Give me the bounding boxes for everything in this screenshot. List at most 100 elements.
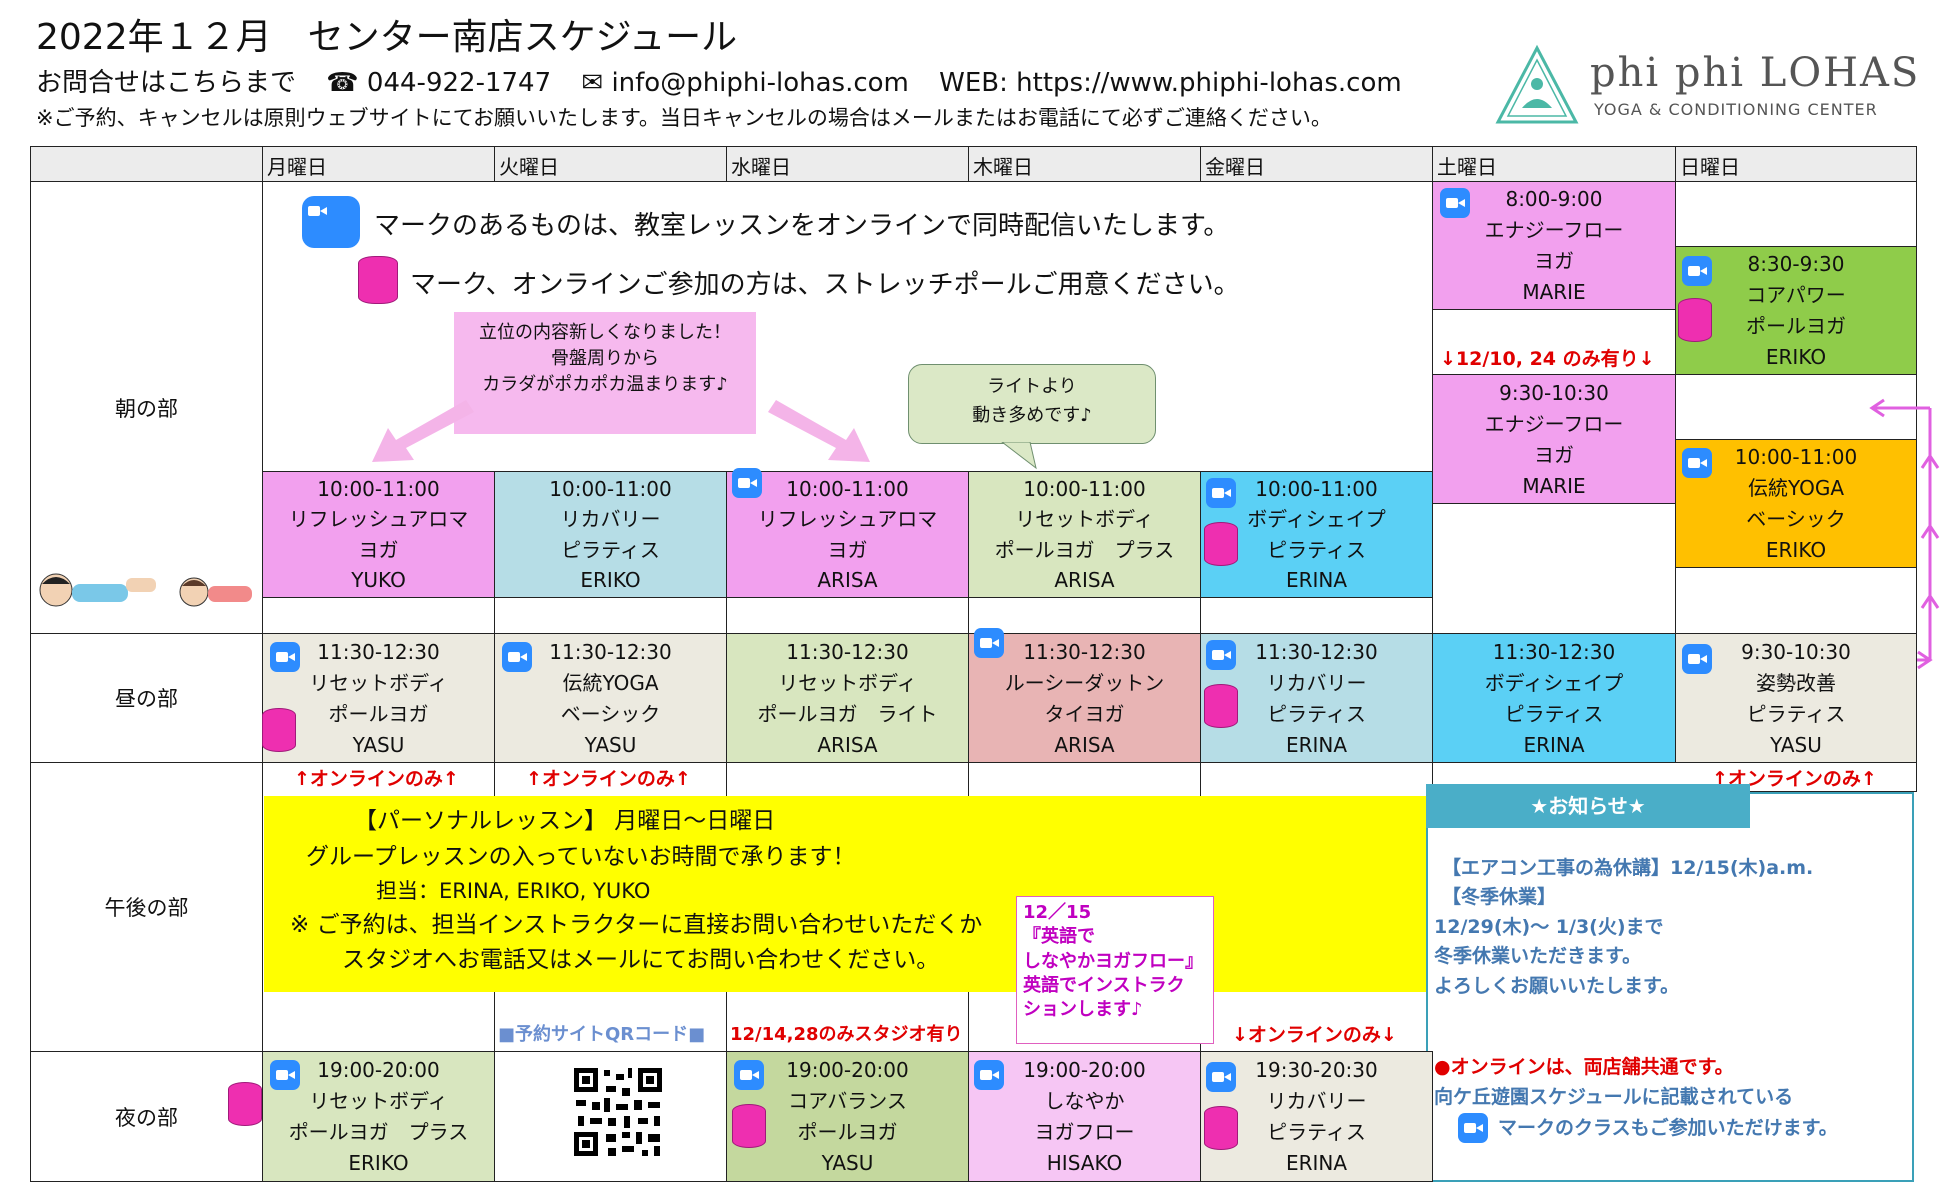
speech-line: ライトより — [987, 376, 1077, 397]
class-name: コアバランス — [788, 1088, 907, 1113]
class-name: コアパワー — [1746, 283, 1846, 308]
personal-lesson-panel: 【パーソナルレッスン】 月曜日～日曜日 グループレッスンの入っていないお時間で承… — [264, 796, 1432, 992]
class-fri-am[interactable]: 10:00-11:00 ボディシェイプ ピラティス ERINA — [1200, 471, 1433, 598]
class-tue-am[interactable]: 10:00-11:00 リカバリー ピラティス ERIKO — [494, 471, 727, 598]
news-line: 冬季休業いただきます。 — [1434, 945, 1642, 968]
class-type: ピラティス — [561, 537, 660, 562]
class-time: 11:30-12:30 — [1255, 639, 1378, 664]
class-thu-night[interactable]: 19:00-20:00 しなやか ヨガフロー HISAKO — [968, 1051, 1201, 1182]
class-type: ヨガ — [1534, 442, 1574, 467]
stretch-pole-icon — [1204, 1106, 1238, 1150]
contact-line: お問合せはこちらまで ☎ 044-922-1747 ✉ info@phiphi-… — [36, 62, 1424, 99]
class-instructor: ARISA — [1054, 567, 1115, 592]
class-mon-night[interactable]: 19:00-20:00 リセットボディ ポールヨガ プラス ERIKO — [262, 1051, 495, 1182]
class-time: 8:00-9:00 — [1505, 187, 1603, 212]
class-time: 10:00-11:00 — [317, 477, 440, 502]
class-sun-noon[interactable]: 9:30-10:30 姿勢改善 ピラティス YASU — [1675, 633, 1917, 763]
class-mon-am[interactable]: 10:00-11:00 リフレッシュアロマ ヨガ YUKO — [262, 471, 495, 598]
news-line: 12/29(木)～ 1/3(火)まで — [1434, 915, 1664, 938]
class-type: ヨガ — [358, 537, 399, 562]
arrow-down-left-icon — [372, 400, 474, 462]
speech-line: 動き多めです♪ — [972, 404, 1092, 426]
class-time: 19:00-20:00 — [1023, 1057, 1146, 1082]
class-wed-am[interactable]: 10:00-11:00 リフレッシュアロマ ヨガ ARISA — [726, 471, 969, 598]
empty-cell — [262, 597, 495, 634]
class-thu-noon[interactable]: 11:30-12:30 ルーシーダットン タイヨガ ARISA — [968, 633, 1201, 763]
class-time: 8:30-9:30 — [1747, 252, 1845, 277]
class-instructor: MARIE — [1522, 473, 1586, 498]
zoom-icon — [1206, 478, 1236, 508]
stretch-pole-icon — [358, 256, 398, 304]
class-instructor: MARIE — [1522, 279, 1586, 304]
online-only-note-fri: ↓オンラインのみ↓ — [1232, 1024, 1397, 1046]
class-name: リフレッシュアロマ — [288, 507, 469, 532]
zoom-icon — [1440, 188, 1470, 218]
class-name: リセットボディ — [309, 1088, 448, 1113]
class-time: 19:30-20:30 — [1255, 1057, 1378, 1082]
class-wed-night[interactable]: 19:00-20:00 コアバランス ポールヨガ YASU — [726, 1051, 969, 1182]
zoom-icon — [1458, 1113, 1488, 1143]
stretching-people-illustration — [39, 573, 252, 607]
zoom-icon — [974, 1060, 1004, 1090]
zoom-icon — [1206, 640, 1236, 670]
class-sat-early[interactable]: 8:00-9:00 エナジーフロー ヨガ MARIE — [1432, 181, 1676, 310]
zoom-icon — [502, 642, 532, 672]
class-instructor: ERIKO — [348, 1151, 409, 1176]
class-instructor: ARISA — [817, 567, 878, 592]
class-thu-am[interactable]: 10:00-11:00 リセットボディ ポールヨガ プラス ARISA — [968, 471, 1201, 598]
class-type: ピラティス — [1267, 701, 1366, 726]
class-instructor: ARISA — [817, 732, 878, 757]
class-type: ヨガフロー — [1034, 1120, 1135, 1145]
personal-line: 【パーソナルレッスン】 月曜日～日曜日 — [354, 808, 776, 834]
zoom-icon — [1682, 644, 1712, 674]
class-name: ルーシーダットン — [1004, 670, 1165, 695]
class-sat-930[interactable]: 9:30-10:30 エナジーフロー ヨガ MARIE — [1432, 374, 1676, 504]
class-instructor: YASU — [584, 732, 637, 757]
class-fri-noon[interactable]: 11:30-12:30 リカバリー ピラティス ERINA — [1200, 633, 1433, 763]
class-instructor: ERIKO — [580, 567, 641, 592]
class-type: タイヨガ — [1044, 701, 1125, 726]
empty-cell — [1200, 597, 1433, 634]
email-link[interactable]: ✉ info@phiphi-lohas.com — [581, 68, 909, 98]
qr-code-icon[interactable] — [572, 1066, 664, 1158]
class-wed-noon[interactable]: 11:30-12:30 リセットボディ ポールヨガ ライト ARISA — [726, 633, 969, 763]
class-time: 9:30-10:30 — [1741, 639, 1851, 664]
class-mon-noon[interactable]: 11:30-12:30 リセットボディ ポールヨガ YASU — [262, 633, 495, 763]
class-type: ピラティス — [1267, 1120, 1366, 1145]
class-name: しなやか — [1044, 1088, 1125, 1113]
class-name: リセットボディ — [1015, 507, 1154, 532]
logo-name: phi phi LOHAS — [1590, 50, 1921, 96]
class-type: ヨガ — [827, 537, 868, 562]
personal-line: ※ ご予約は、担当インストラクターに直接お問い合わせいただくか — [290, 911, 983, 938]
class-time: 11:30-12:30 — [786, 639, 909, 664]
header-corner — [30, 146, 263, 182]
speech-tail — [1001, 442, 1037, 470]
class-name: リフレッシュアロマ — [757, 507, 938, 532]
class-name: 伝統YOGA — [562, 670, 659, 695]
news-line: よろしくお願いいたします。 — [1434, 974, 1680, 997]
personal-line: 担当：ERINA, ERIKO, YUKO — [376, 879, 651, 904]
phone-number[interactable]: ☎ 044-922-1747 — [326, 68, 552, 98]
class-time: 10:00-11:00 — [786, 477, 909, 502]
class-instructor: ERIKO — [1765, 537, 1827, 562]
online-shared-text: ●オンラインは、両店舗共通です。 — [1434, 1056, 1734, 1078]
stretch-pole-icon — [228, 1082, 262, 1126]
personal-line: グループレッスンの入っていないお時間で承ります！ — [306, 843, 856, 870]
day-header-sun: 日曜日 — [1675, 146, 1917, 182]
news-line: 【エアコン工事の為休講】12/15(木)a.m. — [1442, 857, 1814, 879]
online-only-note-tue: ↑オンラインのみ↑ — [526, 768, 691, 790]
booking-notice: ※ご予約、キャンセルは原則ウェブサイトにてお願いいたします。当日キャンセルの場合… — [36, 106, 1332, 130]
class-name: リカバリー — [1266, 1088, 1367, 1113]
note-line: 12／15 — [1023, 902, 1092, 923]
class-sun-10[interactable]: 10:00-11:00 伝統YOGA ベーシック ERIKO — [1675, 439, 1917, 568]
class-fri-night[interactable]: 19:30-20:30 リカバリー ピラティス ERINA — [1200, 1051, 1433, 1182]
web-link[interactable]: WEB: https://www.phiphi-lohas.com — [939, 68, 1402, 98]
class-sat-noon[interactable]: 11:30-12:30 ボディシェイプ ピラティス ERINA — [1432, 633, 1676, 763]
contact-label: お問合せはこちらまで — [36, 68, 297, 98]
stretch-pole-icon — [732, 1104, 766, 1148]
class-type: ポールヨガ ライト — [757, 701, 938, 726]
stretch-pole-icon — [1204, 522, 1238, 566]
period-night: 夜の部 — [30, 1051, 263, 1182]
class-name: ボディシェイプ — [1484, 670, 1624, 695]
note-line: 『英語で — [1023, 926, 1095, 948]
